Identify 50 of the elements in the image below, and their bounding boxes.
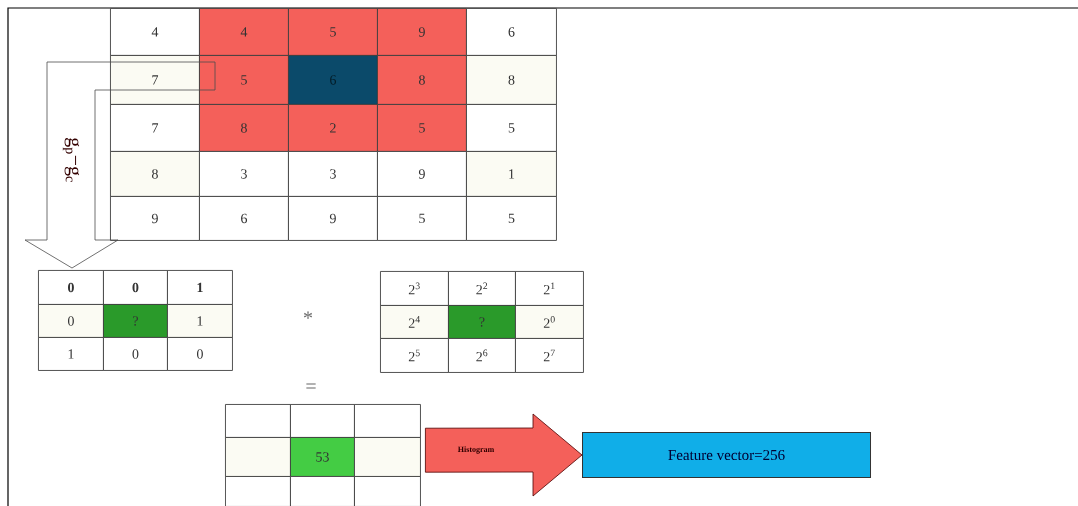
grid-cell: 1: [167, 304, 233, 338]
grid-cell: 5: [466, 196, 557, 241]
grid-cell: 2$^{7}$: [515, 338, 584, 373]
grid-cell: 53: [290, 437, 355, 477]
grid-cell: 9: [377, 151, 467, 197]
grid-cell: 3: [199, 151, 289, 197]
grid-cell: 5: [199, 55, 289, 105]
grid-cell: 2$^{2}$: [448, 271, 516, 306]
grid-cell: 8: [110, 151, 200, 197]
grid-cell: 6: [199, 196, 289, 241]
grid-cell: 2$^{1}$: [515, 271, 584, 306]
grid-cell: ?: [448, 305, 516, 339]
grid-cell: 5: [377, 196, 467, 241]
grid-cell: 0: [103, 270, 168, 305]
grid-cell: 2$^{6}$: [448, 338, 516, 373]
grid-cell: 9: [288, 196, 378, 241]
edge-label: Histogram: [456, 445, 496, 455]
grid-cell: 3: [288, 151, 378, 197]
grid-cell: 5: [377, 104, 467, 152]
edge-label: g$_{p}$−g$_{c}$: [61, 136, 81, 184]
grid-cell: 5: [288, 8, 378, 56]
grid-cell: 2$^{3}$: [380, 271, 449, 306]
grid-cell: 8: [377, 55, 467, 105]
grid-cell: 1: [466, 151, 557, 197]
hollow-arrow: [24, 61, 216, 269]
grid-cell: 8: [466, 55, 557, 105]
grid-cell: 5: [466, 104, 557, 152]
grid-cell: 6: [466, 8, 557, 56]
grid-cell: 8: [199, 104, 289, 152]
operator-symbol: *: [304, 311, 313, 319]
grid-cell: 0: [167, 337, 233, 371]
grid-cell: 4: [199, 8, 289, 56]
grid-cell: 9: [377, 8, 467, 56]
grid-cell: ?: [103, 304, 168, 338]
grid-cell: 2$^{0}$: [515, 305, 584, 339]
grid-cell: 0: [38, 270, 104, 305]
grid-cell: 0: [38, 304, 104, 338]
grid-cell: 7: [110, 104, 200, 152]
grid-cell: 0: [103, 337, 168, 371]
grid-cell: 2$^{5}$: [380, 338, 449, 373]
grid-cell: 7: [110, 55, 200, 105]
grid-cell: 9: [110, 196, 200, 241]
grid-cell: 4: [110, 8, 200, 56]
grid-cell: 2: [288, 104, 378, 152]
block-arrow: [425, 413, 583, 497]
grid-cell: 6: [288, 55, 378, 105]
grid-cell: 1: [38, 337, 104, 371]
process-box: Feature vector=256: [582, 432, 871, 478]
grid-cell: 1: [167, 270, 233, 305]
grid-cell: 2$^{4}$: [380, 305, 449, 339]
